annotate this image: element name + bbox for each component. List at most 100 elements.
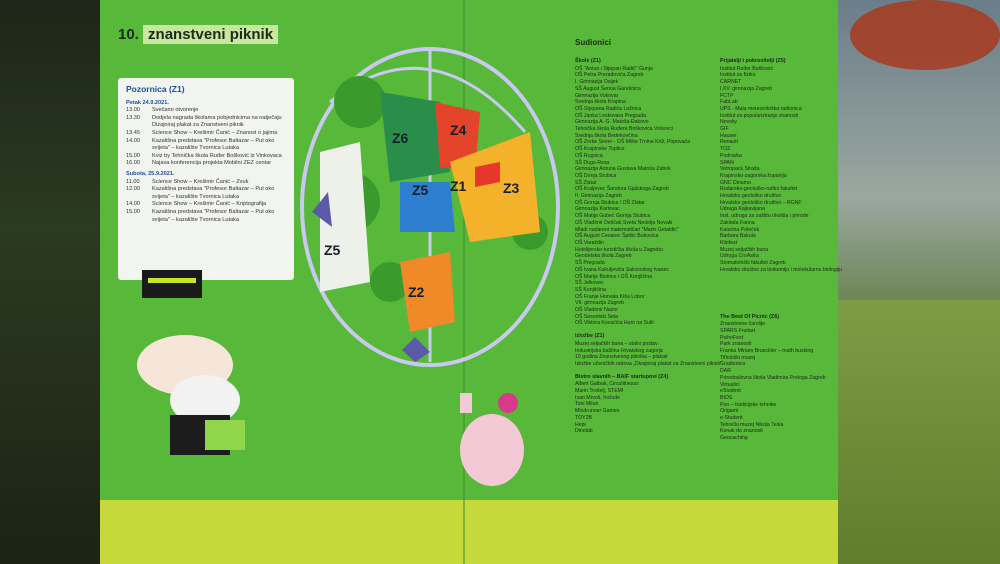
event-text: Kviz by Tehnička škola Ruđer Bošković iz… <box>152 152 282 159</box>
event-text: Science Show – Krešimir Čanić – Kriptogr… <box>152 201 267 208</box>
dark-foliage-left <box>0 0 110 564</box>
participant-item: Gimnazija Vukovar <box>575 92 619 99</box>
participant-item: OŠ Matija Gubec Gornja Stubica <box>575 213 651 220</box>
participant-item: eStudent <box>720 388 741 395</box>
participant-item: OŠ Franje Horvata Kiša Lobor <box>575 293 645 300</box>
participant-item: OŠ Rugvica <box>575 152 603 159</box>
zone-label: Z5 <box>324 242 341 258</box>
participant-item: SŠ Zlatar <box>575 179 597 186</box>
participant-item: DAR <box>720 368 731 375</box>
participant-item: Hotelijersko-turistička škola u Zagrebu <box>575 246 663 253</box>
participant-item: Renault <box>720 139 738 146</box>
zone-label: Z2 <box>408 284 425 300</box>
participant-item: Institut Ruđer Bošković <box>720 65 774 72</box>
participant-item: SŠ Pregrada <box>575 260 605 267</box>
participant-item: Krapinsko-zagorska županija <box>720 172 787 179</box>
participant-item: SPAN <box>720 159 734 166</box>
tree-cluster <box>370 262 410 302</box>
participant-item: Marin Trošelj, STEMI <box>575 388 624 395</box>
participant-item: Mladi nadareni matematičari "Marin Getal… <box>575 226 679 233</box>
participant-item: Ivan Mrvoš, Include <box>575 394 620 401</box>
event-time: 14.00 <box>126 201 140 208</box>
participant-item: I. Gimnazija Osijek <box>575 79 619 86</box>
event-text: Kazališna predstava "Profesor Baltazar –… <box>152 186 275 200</box>
hat-band <box>148 278 196 283</box>
zone-label: Z1 <box>450 178 467 194</box>
participant-item: OŠ Ivana Kukuljevića Sakcinskog Ivanec <box>575 266 670 273</box>
participant-item: Muzej seljačkih buna <box>720 246 769 253</box>
banner-bottom-strip <box>100 500 838 564</box>
participant-item: CARNET <box>720 79 742 86</box>
zone4-splash <box>435 102 480 172</box>
participant-item: OŠ Vladimir Deščak Sveta Nedelja Novaki <box>575 219 673 226</box>
event-time: 11.00 <box>126 178 140 185</box>
zone5-white-splash <box>320 142 370 292</box>
participant-item: Barbara Bakula <box>720 233 756 240</box>
event-text: Dodjela nagrada školama pobjednicima na … <box>152 114 282 129</box>
professor-baltazar-illustration <box>137 270 245 455</box>
schedule-day-label: Subota, 25.9.2021. <box>126 170 175 177</box>
participant-item: Geocaching <box>720 435 748 442</box>
participant-item: Muzej seljačkih buna – stalni postav <box>575 340 658 347</box>
event-time: 16.00 <box>126 160 140 167</box>
event-text: Najava konferencija projekta Mobilni ZEZ… <box>152 160 272 167</box>
event-text: Kazališna predstava "Profesor Baltazar –… <box>152 137 275 152</box>
participant-item: OŠ Donja Stubica <box>575 172 617 179</box>
zone3-splash <box>450 132 540 242</box>
schedule-event: 12.00 Kazališna predstava "Profesor Balta… <box>126 186 286 201</box>
event-text: Kazališna predstava "Profesor Baltazar –… <box>152 208 275 223</box>
participant-item: Tehnička škola Ruđera Boškovića Vinkovci <box>575 126 674 133</box>
event-time: 13.45 <box>126 129 140 136</box>
participant-item: 10 godina Znanstvenog piknika – plakati <box>575 354 668 361</box>
elephant-trunk <box>460 393 472 413</box>
event-logo: 10. znanstveni piknik <box>118 25 279 44</box>
zone-label: Z5 <box>412 182 429 198</box>
diamond-marker <box>312 192 332 227</box>
participant-item: Albert Galbak, Circulitnesss <box>575 381 639 388</box>
elephant-illustration <box>460 393 524 486</box>
event-time: 12.00 <box>126 186 140 193</box>
participant-item: Hrvatsko društvo za biokemiju i molekula… <box>720 266 842 273</box>
event-text: Science Show – Krešimir Čanić – Zvuk <box>152 178 249 185</box>
participant-item: SŠ Jelkovec <box>575 280 604 287</box>
zone2-splash <box>400 252 455 332</box>
best-of-heading: The Best Of Picnic (Z6) <box>720 313 780 320</box>
participant-item: Srednja škola Bedekovčina <box>575 132 638 139</box>
logo-name: znanstveni piknik <box>143 25 279 44</box>
participant-item: Tiflološki muzej <box>720 354 756 361</box>
participant-item: Podravka <box>720 152 742 159</box>
participant-item: Geodetska škola Zagreb <box>575 253 632 260</box>
participant-item: Kilofest <box>720 239 738 246</box>
participant-item: OŠ Varaždin <box>575 239 605 246</box>
lawn <box>835 300 1000 564</box>
autumn-tree <box>850 0 1000 70</box>
participant-item: Institut za fiziku <box>720 72 756 79</box>
participant-item: Institut za populariziranje znanosti <box>720 112 799 119</box>
participant-item: Hrvatsko geološko društvo <box>720 193 782 200</box>
zone3-accent <box>475 162 500 187</box>
participant-item: Konak do znanosti <box>720 428 763 435</box>
participant-item: Toni Milun <box>575 401 599 408</box>
participant-item: Virtualici <box>720 381 740 388</box>
zone6-splash <box>380 92 450 182</box>
participant-item: Inst. udruga za zaštitu okoliša i prirod… <box>720 213 809 220</box>
participant-item: Gimnazija A. G. Matoša Đakovo <box>575 119 649 126</box>
participant-item: OŠ Viktora Kovačića Hum na Sutli <box>575 320 654 327</box>
schedule-event: 14.00 Kazališna predstava "Profesor Balta… <box>126 138 286 153</box>
participant-item: OŠ Janka Leskovara Pregrada <box>575 112 646 119</box>
event-time: 14.00 <box>126 137 140 144</box>
participant-item: FabLab <box>720 99 738 106</box>
participant-item: OŠ Vladimir Nazor <box>575 307 618 314</box>
participant-item: BIOS <box>720 394 733 401</box>
friends-heading: Prijatelji i pokrovitelji (Z5) <box>720 58 786 64</box>
participant-item: Znanstvene čarolije <box>720 321 765 328</box>
